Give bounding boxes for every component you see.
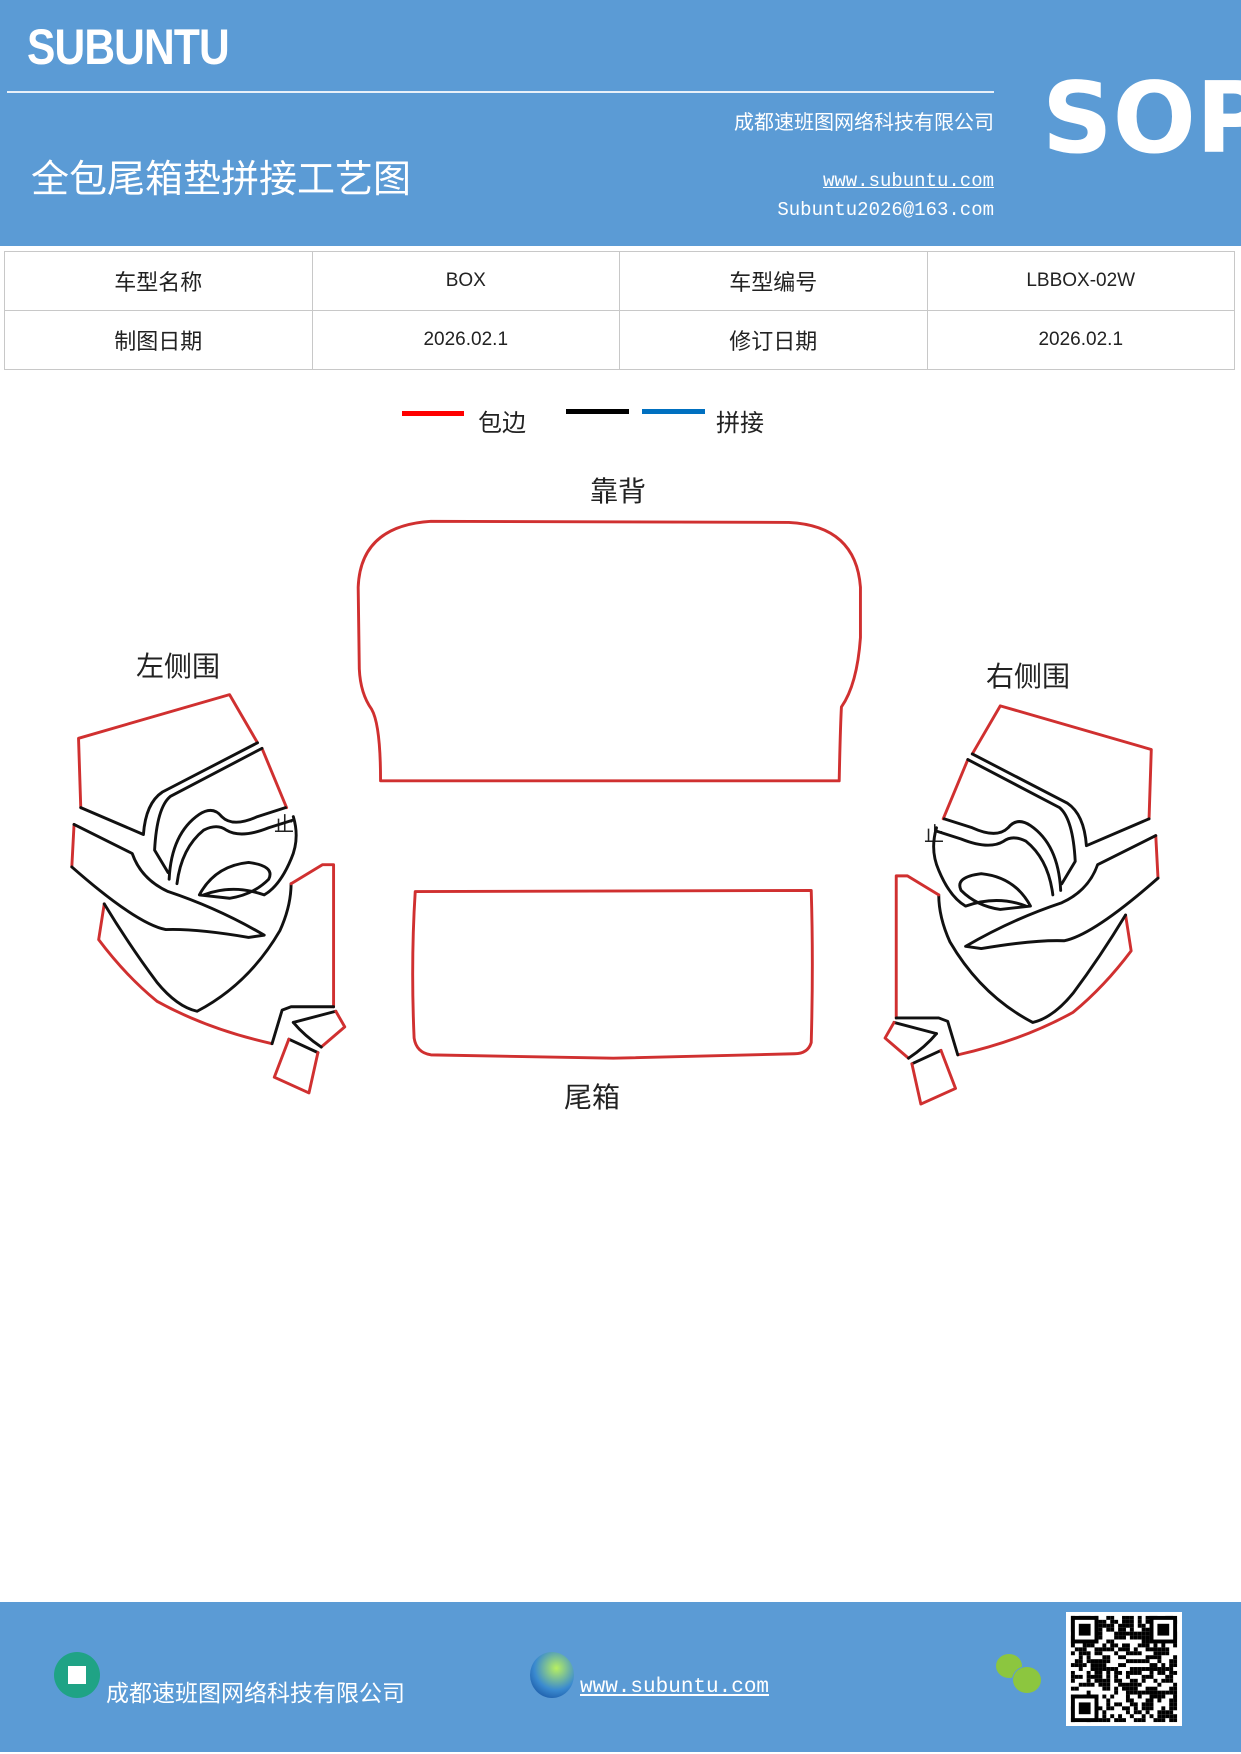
qr-code <box>1066 1612 1182 1726</box>
footer: 成都速班图网络科技有限公司 www.subuntu.com <box>0 1602 1241 1752</box>
wechat-icon <box>996 1654 1042 1696</box>
footer-company: 成都速班图网络科技有限公司 <box>106 1681 405 1707</box>
trunk-piece <box>411 888 814 1060</box>
info-table: 车型名称 BOX 车型编号 LBBOX-02W 制图日期 2026.02.1 修… <box>4 251 1235 370</box>
header-divider <box>7 91 994 93</box>
cell-label: 制图日期 <box>4 310 313 370</box>
right-side-label: 右侧围 <box>986 660 1071 693</box>
cell-value: BOX <box>311 251 620 311</box>
header: SUBUNTU 成都速班图网络科技有限公司 全包尾箱垫拼接工艺图 www.sub… <box>0 0 1241 246</box>
logo: SUBUNTU <box>27 19 230 75</box>
cell-value: 2026.02.1 <box>926 310 1235 370</box>
legend-blue-line <box>642 409 705 414</box>
building-icon <box>54 1652 100 1698</box>
legend-label-edge: 包边 <box>478 409 526 437</box>
page-title: 全包尾箱垫拼接工艺图 <box>31 157 412 201</box>
left-side-panel <box>70 693 347 1095</box>
globe-icon <box>530 1652 574 1698</box>
cell-label: 车型名称 <box>4 251 313 311</box>
website-link[interactable]: www.subuntu.com <box>822 170 994 192</box>
table-row: 制图日期 2026.02.1 修订日期 2026.02.1 <box>4 310 1235 370</box>
left-side-label: 左侧围 <box>136 650 221 683</box>
cell-value: 2026.02.1 <box>311 310 620 370</box>
email: Subuntu2026@163.com <box>777 199 994 221</box>
cell-label: 修订日期 <box>619 310 928 370</box>
backrest-label: 靠背 <box>590 475 647 508</box>
company-name: 成都速班图网络科技有限公司 <box>734 110 994 134</box>
legend-black-line <box>566 409 629 414</box>
cell-label: 车型编号 <box>619 251 928 311</box>
legend-red-line <box>402 411 464 416</box>
table-row: 车型名称 BOX 车型编号 LBBOX-02W <box>4 251 1235 311</box>
backrest-piece <box>356 519 862 783</box>
trunk-label: 尾箱 <box>564 1081 621 1114</box>
footer-website-link[interactable]: www.subuntu.com <box>580 1676 770 1699</box>
legend-label-seam: 拼接 <box>716 409 764 437</box>
right-side-panel <box>883 704 1160 1106</box>
cell-value: LBBOX-02W <box>926 251 1235 311</box>
doc-type: SOP <box>1042 62 1241 176</box>
